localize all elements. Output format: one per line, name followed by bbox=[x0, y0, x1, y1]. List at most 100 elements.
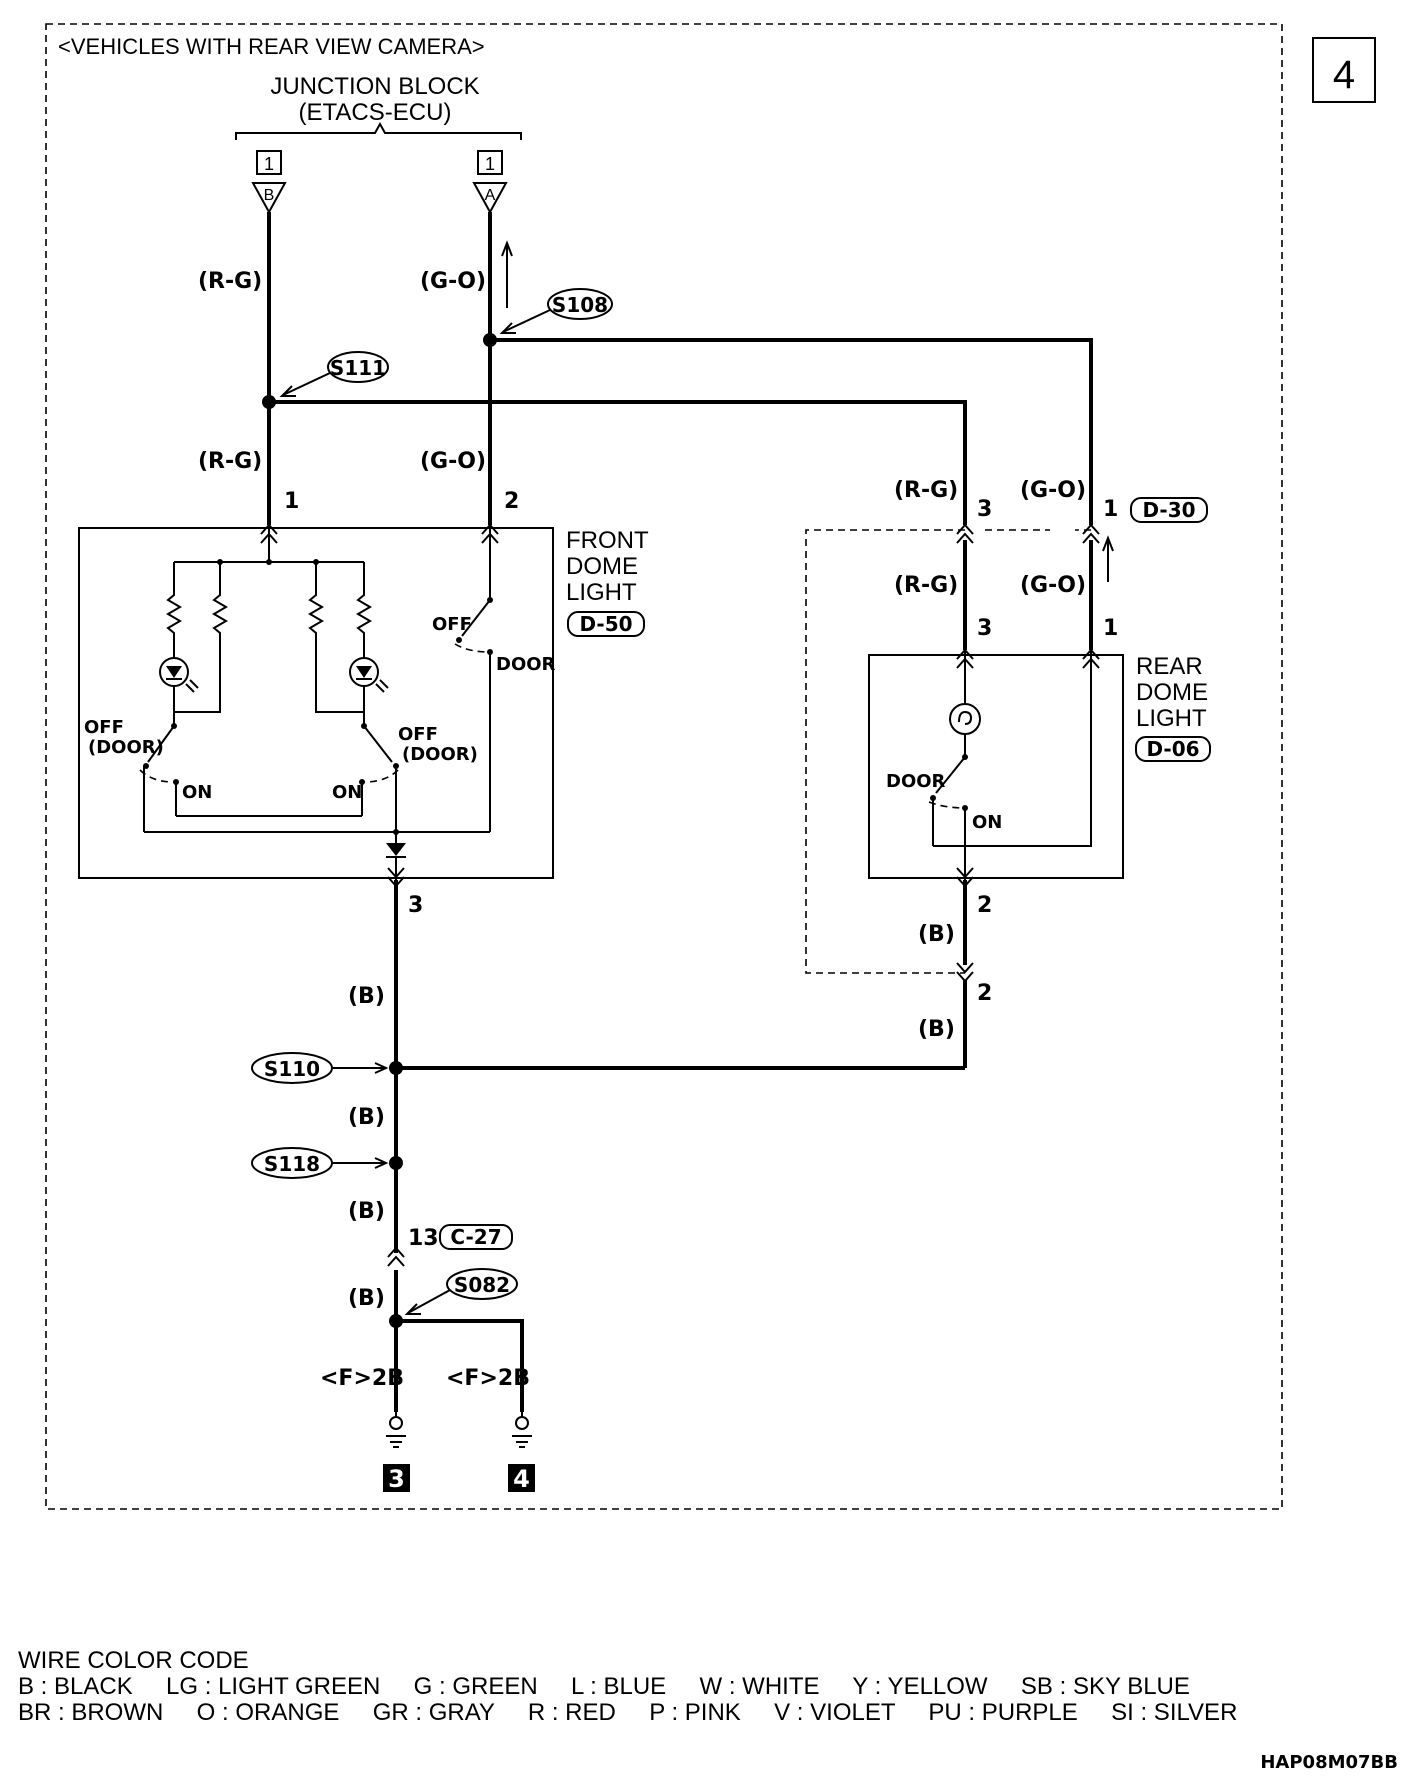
lamp-switch-right-off: OFF bbox=[398, 724, 438, 745]
door-switch-door: DOOR bbox=[496, 654, 556, 675]
diode-icon bbox=[386, 832, 406, 880]
page-number-box: 4 bbox=[1312, 37, 1376, 103]
ground-3-badge bbox=[383, 1464, 410, 1492]
rear-dome-pin1: 1 bbox=[1103, 616, 1118, 641]
legend-row-2: BR : BROWN O : ORANGE GR : GRAY R : RED … bbox=[18, 1699, 1237, 1726]
jb-pin-b-box: 1 bbox=[264, 154, 274, 174]
d30-pin3: 3 bbox=[977, 497, 992, 522]
junction-block-sub: (ETACS-ECU) bbox=[299, 99, 452, 126]
current-arrow-icon bbox=[501, 240, 513, 308]
wire-r-g bbox=[267, 212, 967, 650]
splice-s082-label: S082 bbox=[454, 1273, 510, 1297]
legend-title: WIRE COLOR CODE bbox=[18, 1647, 249, 1674]
d30-connector: D-30 bbox=[1142, 498, 1195, 522]
ground-4-number: 4 bbox=[513, 1465, 530, 1493]
splice-dot-s108 bbox=[483, 333, 497, 347]
connector-d30: 3 1 2 D-30 bbox=[805, 497, 1208, 1006]
front-dome-light: 1 2 bbox=[78, 489, 649, 918]
rear-dome-pin2: 2 bbox=[977, 893, 992, 918]
front-dome-box bbox=[78, 527, 554, 879]
lamp-switch-left-door: (DOOR) bbox=[88, 737, 164, 758]
rear-dome-box bbox=[868, 654, 1124, 879]
lamp-switch-left-on: ON bbox=[182, 782, 212, 803]
diagram-frame bbox=[45, 23, 1283, 1510]
ground-3: <F>2B 3 bbox=[320, 1366, 410, 1493]
splice-s110: S110 bbox=[251, 1052, 389, 1084]
splice-dot-s082 bbox=[389, 1314, 403, 1328]
splice-s118-label: S118 bbox=[264, 1152, 320, 1176]
resistor-icon bbox=[174, 562, 228, 713]
ground-4-location: <F>2B bbox=[446, 1366, 530, 1391]
d30-connector-box bbox=[1130, 497, 1208, 523]
rear-dome-pin3: 3 bbox=[977, 616, 992, 641]
wire-color-label: (R-G) bbox=[894, 478, 958, 503]
connector-chevron-icon bbox=[956, 523, 974, 544]
front-dome-title-2: DOME bbox=[566, 553, 638, 580]
lamp-switch-right-on: ON bbox=[332, 782, 362, 803]
front-dome-title-1: FRONT bbox=[566, 527, 649, 554]
rear-switch-door: DOOR bbox=[886, 771, 946, 792]
wire-color-label: (B) bbox=[918, 922, 955, 947]
rear-dome-title-3: LIGHT bbox=[1136, 705, 1207, 732]
lamp-switch-left: OFF (DOOR) ON bbox=[84, 712, 212, 832]
c27-connector: C-27 bbox=[450, 1225, 501, 1249]
resistor-icon bbox=[308, 562, 364, 713]
rear-switch-on: ON bbox=[972, 812, 1002, 833]
ground-3-number: 3 bbox=[388, 1465, 405, 1493]
splice-s118: S118 bbox=[251, 1147, 389, 1179]
rear-door-switch: DOOR ON bbox=[886, 754, 1002, 880]
front-dome-connector-box bbox=[567, 611, 645, 637]
wire-color-label: (R-G) bbox=[198, 449, 262, 474]
jb-pin-b: 1 B bbox=[251, 150, 287, 215]
splice-s108-label: S108 bbox=[552, 293, 608, 317]
wire-color-label: (R-G) bbox=[894, 573, 958, 598]
drawing-code: HAP08M07BB bbox=[1260, 1752, 1398, 1773]
current-arrow-icon bbox=[1102, 535, 1114, 582]
led-lamp-icon bbox=[349, 657, 389, 712]
lamp-switch-left-off: OFF bbox=[84, 717, 124, 738]
front-dome-pin2: 2 bbox=[504, 489, 519, 514]
jb-pin-a: 1 A bbox=[472, 150, 508, 215]
legend-row-1: B : BLACK LG : LIGHT GREEN G : GREEN L :… bbox=[18, 1673, 1190, 1700]
resistor-icon bbox=[356, 562, 372, 658]
front-dome-connector: D-50 bbox=[579, 612, 632, 636]
connector-chevron-icon bbox=[387, 867, 405, 888]
page-number: 4 bbox=[1333, 53, 1355, 97]
splice-dot-s118 bbox=[389, 1156, 403, 1170]
connector-chevron-icon bbox=[956, 867, 974, 888]
ground-4: <F>2B 4 bbox=[446, 1366, 535, 1493]
c27-pin: 13 bbox=[408, 1226, 439, 1251]
rear-dome-title-2: DOME bbox=[1136, 679, 1208, 706]
connector-chevron-icon bbox=[387, 1246, 405, 1267]
rear-dome-connector: D-06 bbox=[1146, 737, 1199, 761]
junction-block-name: JUNCTION BLOCK bbox=[270, 73, 479, 100]
splice-dot-s110 bbox=[389, 1061, 403, 1075]
wire-g-o bbox=[488, 212, 1093, 650]
connector-chevron-icon bbox=[956, 962, 974, 983]
wire-color-label: (G-O) bbox=[420, 269, 486, 294]
jb-pin-a-label: A bbox=[485, 187, 496, 204]
bulb-icon bbox=[949, 703, 981, 735]
wire-color-label: (B) bbox=[918, 1017, 955, 1042]
ground-4-badge bbox=[508, 1464, 535, 1492]
wire-color-label: (G-O) bbox=[1020, 478, 1086, 503]
door-switch: OFF DOOR bbox=[432, 597, 556, 832]
wire-color-label: (G-O) bbox=[420, 449, 486, 474]
wire-color-label: (B) bbox=[348, 984, 385, 1009]
wire-color-label: (G-O) bbox=[1020, 573, 1086, 598]
wire-color-legend: WIRE COLOR CODE B : BLACK LG : LIGHT GRE… bbox=[18, 1647, 1237, 1726]
rear-dome-light: 3 1 DOOR ON 2 REAR DOME LIGHT D-06 bbox=[868, 616, 1211, 918]
lamp-switch-right: OFF (DOOR) ON bbox=[332, 712, 478, 832]
front-dome-title-3: LIGHT bbox=[566, 579, 637, 606]
wire-color-label: (B) bbox=[348, 1199, 385, 1224]
wire-color-label: (R-G) bbox=[198, 269, 262, 294]
splice-s082: S082 bbox=[404, 1268, 518, 1315]
splice-dot-s111 bbox=[262, 395, 276, 409]
splice-s110-label: S110 bbox=[264, 1057, 320, 1081]
connector-c27: 13 C-27 bbox=[387, 1224, 513, 1267]
ground-icon bbox=[389, 1416, 403, 1430]
wire-b bbox=[394, 880, 967, 1412]
frame-title: <VEHICLES WITH REAR VIEW CAMERA> bbox=[58, 34, 485, 59]
ground-3-location: <F>2B bbox=[320, 1366, 404, 1391]
